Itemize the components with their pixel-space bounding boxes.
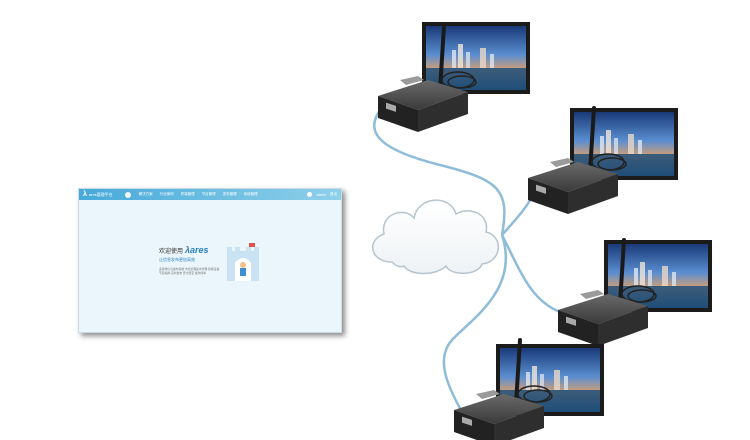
welcome-text: 欢迎使用: [159, 249, 184, 255]
header-right: admin 退出: [307, 192, 337, 197]
brand: λ ares管理平台: [83, 191, 113, 198]
castle-illustration-icon: [227, 243, 259, 281]
user-avatar-icon[interactable]: [307, 192, 313, 197]
welcome-brand: λares: [185, 245, 209, 255]
app-header: λ ares管理平台 解决方案 行业案例 终端管理 节目管理 发布管理 系统管理…: [79, 189, 341, 200]
welcome-subtitle: 让信息发布更加高效: [159, 257, 195, 262]
nav-item[interactable]: 系统管理: [243, 192, 258, 196]
cable-bottom: [442, 234, 508, 413]
cable-lower-right: [500, 234, 561, 314]
welcome-title: 欢迎使用 λares: [159, 245, 219, 255]
browser-screenshot: λ ares管理平台 解决方案 行业案例 终端管理 节目管理 发布管理 系统管理…: [78, 188, 342, 333]
cloud-icon: [372, 199, 500, 275]
nav-item[interactable]: 解决方案: [138, 192, 153, 196]
cable-top: [373, 91, 506, 236]
nav-item[interactable]: 行业案例: [159, 192, 174, 196]
welcome-block: 欢迎使用 λares 让信息发布更加高效 多媒体信息发布系统 支持远程集中管理 …: [159, 245, 219, 275]
welcome-body: 多媒体信息发布系统 支持远程集中管理 终端设备 节目编排 实时发布 安全稳定 操…: [159, 267, 220, 275]
brand-logo-icon: λ: [83, 191, 87, 198]
nav-item[interactable]: 节目管理: [201, 192, 216, 196]
nav-item[interactable]: 终端管理: [180, 192, 195, 196]
nav-item[interactable]: 发布管理: [222, 192, 237, 196]
home-icon[interactable]: [124, 191, 131, 198]
nav-menu: 解决方案 行业案例 终端管理 节目管理 发布管理 系统管理: [139, 192, 258, 197]
logout-link[interactable]: 退出: [330, 192, 337, 196]
user-name[interactable]: admin: [316, 192, 326, 197]
brand-name: ares管理平台: [88, 191, 113, 197]
